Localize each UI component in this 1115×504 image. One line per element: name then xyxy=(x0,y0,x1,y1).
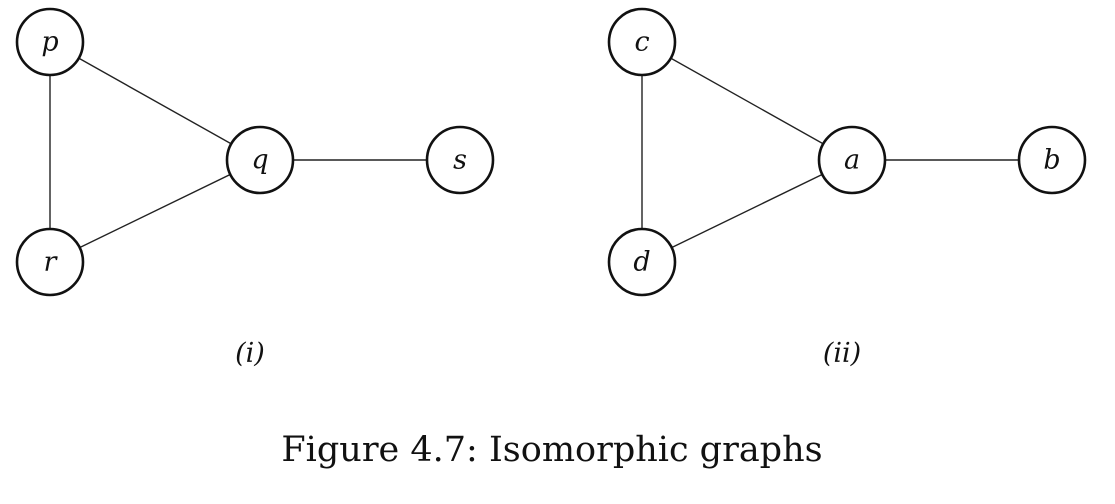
graph-ii-sublabel: (ii) xyxy=(823,338,861,369)
edge-d-a xyxy=(641,159,853,263)
node-q-circle xyxy=(225,125,295,195)
node-c-circle xyxy=(607,7,677,77)
node-p-label: p xyxy=(41,27,58,58)
node-a-label: a xyxy=(844,145,860,176)
node-c-label: c xyxy=(634,27,649,58)
node-d-label: d xyxy=(633,247,650,278)
edge-r-q xyxy=(49,159,261,263)
node-r-circle xyxy=(15,227,85,297)
node-b-circle xyxy=(1017,125,1087,195)
node-s-circle xyxy=(425,125,495,195)
node-r-label: r xyxy=(44,247,59,278)
node-a-circle xyxy=(817,125,887,195)
node-b-label: b xyxy=(1043,145,1060,176)
node-s-label: s xyxy=(453,145,467,176)
graph-i-sublabel: (i) xyxy=(235,338,265,369)
figure-caption: Figure 4.7: Isomorphic graphs xyxy=(281,430,822,470)
edge-c-a xyxy=(641,41,853,161)
node-p-circle xyxy=(15,7,85,77)
node-d-circle xyxy=(607,227,677,297)
graph-i: p q r s xyxy=(15,7,495,297)
edge-p-q xyxy=(49,41,261,161)
graph-ii: c a d b xyxy=(607,7,1087,297)
node-q-label: q xyxy=(251,145,268,176)
